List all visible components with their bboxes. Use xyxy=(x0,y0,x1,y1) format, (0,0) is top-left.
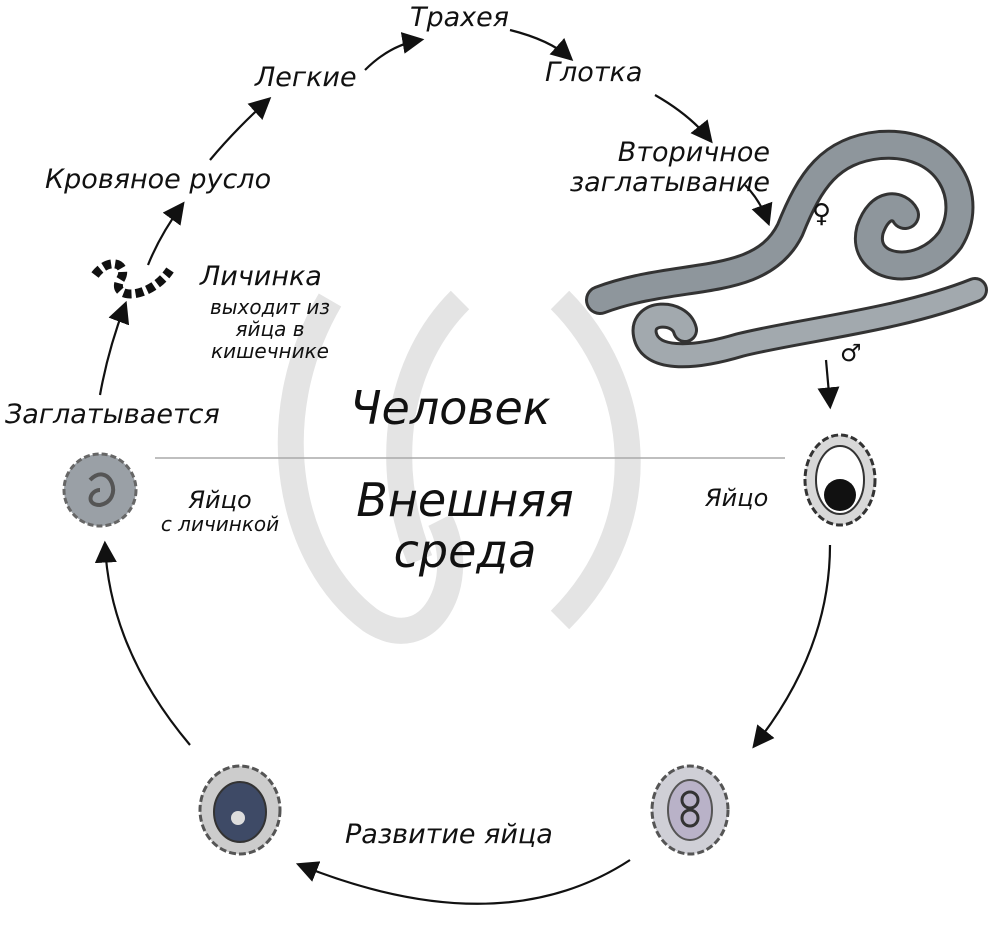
arrow-left-up xyxy=(94,540,191,746)
embryo-egg-icon xyxy=(198,764,282,856)
label-line: с личинкой xyxy=(160,512,280,537)
label-human: Человек xyxy=(350,381,551,435)
developing-egg-icon xyxy=(650,764,730,856)
label-egg-development: Развитие яйца xyxy=(345,819,553,850)
egg-icon xyxy=(803,433,877,527)
arrow-egg-dev xyxy=(752,544,832,749)
larva-icon xyxy=(91,259,174,299)
egg-with-larva-icon xyxy=(62,452,138,528)
label-line: Внешняя xyxy=(356,473,574,527)
label-secondary-swallowing: Вторичное заглатывание xyxy=(570,138,770,197)
label-line: выходит из xyxy=(209,295,331,319)
label-egg: Яйцо xyxy=(705,484,769,512)
label-line: среда xyxy=(393,523,537,578)
label-trachea: Трахея xyxy=(410,2,510,33)
label-pharynx: Глотка xyxy=(545,57,643,88)
arrow-swallow-larva xyxy=(98,300,130,396)
arrow-lungs-trachea xyxy=(364,32,425,71)
arrow-pharynx-swallow xyxy=(654,94,713,144)
female-symbol-icon: ♀ xyxy=(812,199,832,229)
adult-worms xyxy=(585,129,988,369)
cycle-arrows xyxy=(94,28,840,905)
label-line: Яйцо xyxy=(188,486,252,514)
label-larva-note: выходит из яйца в кишечнике xyxy=(190,296,350,362)
label-lungs: Легкие xyxy=(255,62,357,93)
label-bloodstream: Кровяное русло xyxy=(45,164,272,195)
arrow-dev-bottom xyxy=(295,859,631,905)
arrow-blood-lungs xyxy=(209,97,272,161)
label-line: заглатывание xyxy=(569,166,770,198)
label-swallowed: Заглатывается xyxy=(5,399,220,430)
label-environment: Внешняя среда xyxy=(330,475,600,576)
arrow-larva-blood xyxy=(146,201,185,266)
label-line: яйца в xyxy=(235,317,305,341)
arrow-trachea-pharynx xyxy=(509,28,574,61)
label-larva: Личинка xyxy=(200,261,322,292)
watermark-logo xyxy=(277,290,641,644)
label-line: кишечнике xyxy=(211,339,329,363)
arrow-worm-egg xyxy=(817,359,840,410)
arrow-swallow-worm xyxy=(744,184,773,227)
label-egg-with-larva: Яйцо с личинкой xyxy=(155,486,285,537)
male-symbol-icon: ♂ xyxy=(840,339,862,367)
label-line: Вторичное xyxy=(617,137,770,168)
